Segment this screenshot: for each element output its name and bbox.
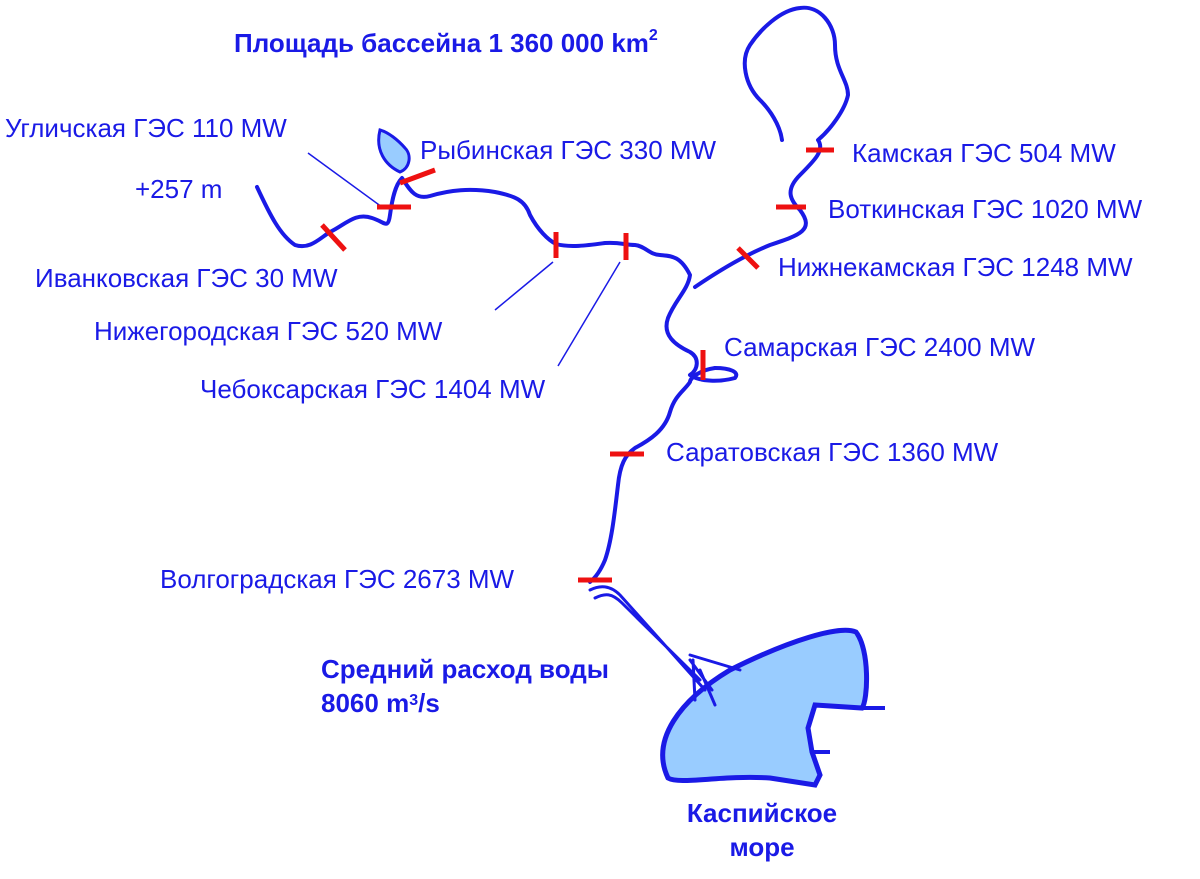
- label-kama-dam: Камская ГЭС 504 MW: [852, 138, 1116, 168]
- discharge-line-2: 8060 m3/s: [321, 688, 440, 718]
- kama-river: [693, 5, 850, 289]
- dam-marker-ivankovo: [320, 223, 347, 252]
- dam-marker-nizhnekamsk: [736, 246, 760, 270]
- dam-markers: [320, 147, 834, 583]
- caspian-sea-line-2: море: [729, 832, 795, 862]
- label-cheboksary-dam: Чебоксарская ГЭС 1404 MW: [200, 374, 546, 404]
- caspian-sea-label: Каспийское море: [662, 796, 862, 864]
- label-ivankovo-dam: Иванковская ГЭС 30 MW: [35, 263, 338, 293]
- discharge-label: Средний расход воды 8060 m3/s: [321, 652, 609, 720]
- dam-marker-rybinsk: [399, 167, 436, 186]
- rybinsk-reservoir: [377, 128, 411, 174]
- label-uglich-dam: Угличская ГЭС 110 MW: [5, 113, 287, 143]
- label-volgograd-dam: Волгоградская ГЭС 2673 MW: [160, 564, 515, 594]
- label-rybinsk-dam: Рыбинская ГЭС 330 MW: [420, 135, 717, 165]
- caspian-sea-shape: [660, 627, 870, 788]
- volga-river-lower: [588, 366, 717, 584]
- label-votkinsk-dam: Воткинская ГЭС 1020 MW: [828, 194, 1143, 224]
- volga-delta: [588, 585, 742, 707]
- leader-lines: [307, 152, 621, 367]
- label-source-elevation: +257 m: [135, 174, 223, 204]
- label-saratov-dam: Саратовская ГЭС 1360 MW: [666, 437, 999, 467]
- label-nizhnekamsk-dam: Нижнекамская ГЭС 1248 MW: [778, 252, 1133, 282]
- label-samara-dam: Самарская ГЭС 2400 MW: [724, 332, 1036, 362]
- label-nizhny-dam: Нижегородская ГЭС 520 MW: [94, 316, 443, 346]
- caspian-sea-line-1: Каспийское: [686, 798, 838, 828]
- discharge-line-1: Средний расход воды: [321, 654, 609, 684]
- basin-area-label: Площадь бассейна 1 360 000 km2: [234, 27, 658, 58]
